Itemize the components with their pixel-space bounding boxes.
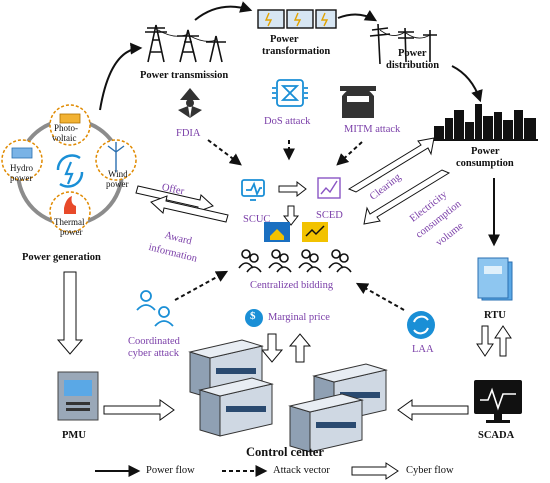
city-skyline-icon xyxy=(432,104,538,141)
generation-ring xyxy=(1,104,137,233)
thermal-label-2: power xyxy=(60,227,83,237)
distribution-pole-icon xyxy=(369,23,437,65)
power-distribution-label-2: distribution xyxy=(386,60,440,71)
sced-chart-icon xyxy=(317,177,341,199)
scuc-label: SCUC xyxy=(243,214,271,225)
power-consumption-label-2: consumption xyxy=(456,158,514,169)
mitm-hacker-icon xyxy=(340,86,376,118)
power-transformation-label-1: Power xyxy=(270,34,299,45)
power-transmission-label: Power transmission xyxy=(140,70,229,81)
pmu-label: PMU xyxy=(62,430,86,441)
wind-label-2: power xyxy=(106,179,129,189)
scada-monitor-icon xyxy=(474,380,522,423)
power-flow-arrows xyxy=(99,1,500,247)
marginal-price-icon xyxy=(245,309,263,327)
dos-hourglass-icon xyxy=(272,79,308,107)
pmu-device-icon xyxy=(57,371,99,421)
cyber-flow-arrows xyxy=(56,137,512,421)
control-center-buildings-icon xyxy=(188,339,388,453)
legend-attack-vector: Attack vector xyxy=(273,465,330,476)
coordinated-attack-label-1: Coordinated xyxy=(128,336,180,347)
control-center-label: Control center xyxy=(246,445,324,459)
house-icon xyxy=(264,222,290,242)
dos-attack-label: DoS attack xyxy=(264,116,311,127)
photovoltaic-label-2: voltaic xyxy=(52,133,77,143)
legend-symbols xyxy=(95,462,399,480)
power-consumption-label-1: Power xyxy=(471,146,500,157)
centralized-bidding-label: Centralized bidding xyxy=(250,280,334,291)
transmission-tower-icon xyxy=(145,24,226,63)
legend-power-flow: Power flow xyxy=(146,465,195,476)
mitm-attack-label: MITM attack xyxy=(344,124,401,135)
bidders-group-icon xyxy=(238,249,352,273)
sced-label: SCED xyxy=(316,210,343,221)
fdia-label: FDIA xyxy=(176,128,201,139)
wind-label-1: Wind xyxy=(108,169,128,179)
power-generation-label: Power generation xyxy=(22,252,101,263)
scada-label: SCADA xyxy=(478,430,515,441)
hydro-label-2: power xyxy=(10,173,33,183)
dollar-sign: $ xyxy=(250,310,256,322)
scuc-monitor-icon xyxy=(241,179,265,201)
legend-cyber-flow: Cyber flow xyxy=(406,465,454,476)
fdia-radiation-icon xyxy=(178,88,202,118)
marginal-price-label: Marginal price xyxy=(268,312,330,323)
attack-vector-arrows xyxy=(174,139,405,311)
rtu-cabinet-icon xyxy=(477,257,513,301)
transformer-icon xyxy=(257,9,337,29)
photovoltaic-label-1: Photo- xyxy=(54,123,79,133)
power-transformation-label-2: transformation xyxy=(262,46,331,57)
thermal-label-1: Thermal xyxy=(54,217,85,227)
laa-recycle-icon xyxy=(407,311,435,339)
rtu-label: RTU xyxy=(484,310,506,321)
laa-label: LAA xyxy=(412,344,434,355)
coordinated-attack-icon xyxy=(136,290,174,327)
hydro-label-1: Hydro xyxy=(10,163,33,173)
presentation-icon xyxy=(302,222,328,242)
power-distribution-label-1: Power xyxy=(398,48,427,59)
coordinated-attack-label-2: cyber attack xyxy=(128,348,180,359)
